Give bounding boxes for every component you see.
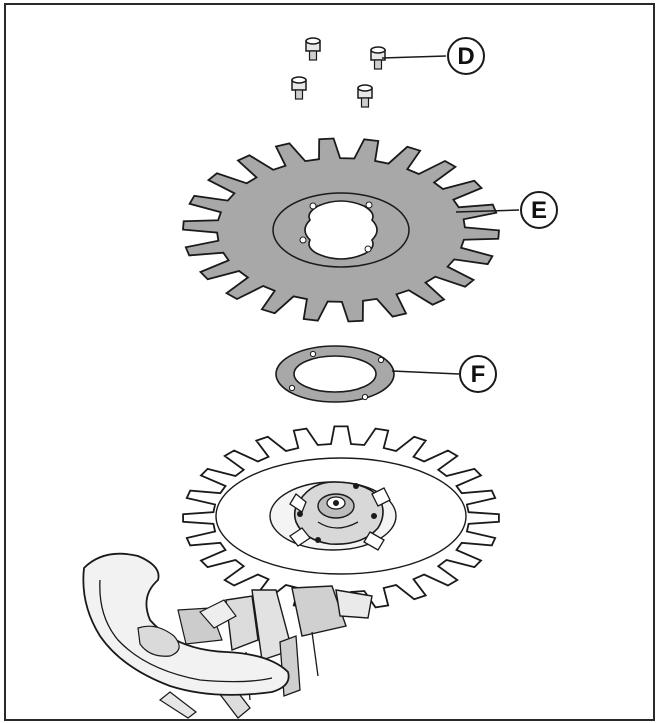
bolt-icon: [357, 84, 373, 108]
hub-icon: [289, 481, 391, 551]
disc-e-bolt-hole: [309, 202, 317, 210]
gasket-bolt-hole: [361, 393, 369, 401]
callout-label-e: E: [531, 197, 547, 224]
gasket-ring-icon: [275, 345, 395, 403]
leader-line-d: [381, 55, 447, 59]
leader-line-f: [391, 370, 460, 375]
lower-disc-inner-ring: [215, 457, 467, 575]
leader-line-e: [455, 209, 520, 213]
bolt-icon: [291, 76, 307, 100]
disc-e-center-cutout: [304, 200, 378, 260]
gasket-bolt-hole: [377, 356, 385, 364]
gasket-bolt-hole: [288, 384, 296, 392]
callout-circle-f: [459, 355, 497, 393]
disc-e-bolt-hole: [364, 245, 372, 253]
callout-label-f: F: [471, 361, 486, 388]
blade-guard-icon: [82, 552, 290, 696]
bolt-icon: [305, 37, 321, 61]
disc-e-inner-ring: [272, 192, 410, 268]
callout-circle-e: [520, 191, 558, 229]
bolt-icon: [370, 46, 386, 70]
disc-e-bolt-hole: [299, 236, 307, 244]
disc-e-bolt-hole: [365, 201, 373, 209]
callout-label-d: D: [457, 43, 474, 70]
callout-circle-d: [447, 37, 485, 75]
gasket-bolt-hole: [309, 350, 317, 358]
